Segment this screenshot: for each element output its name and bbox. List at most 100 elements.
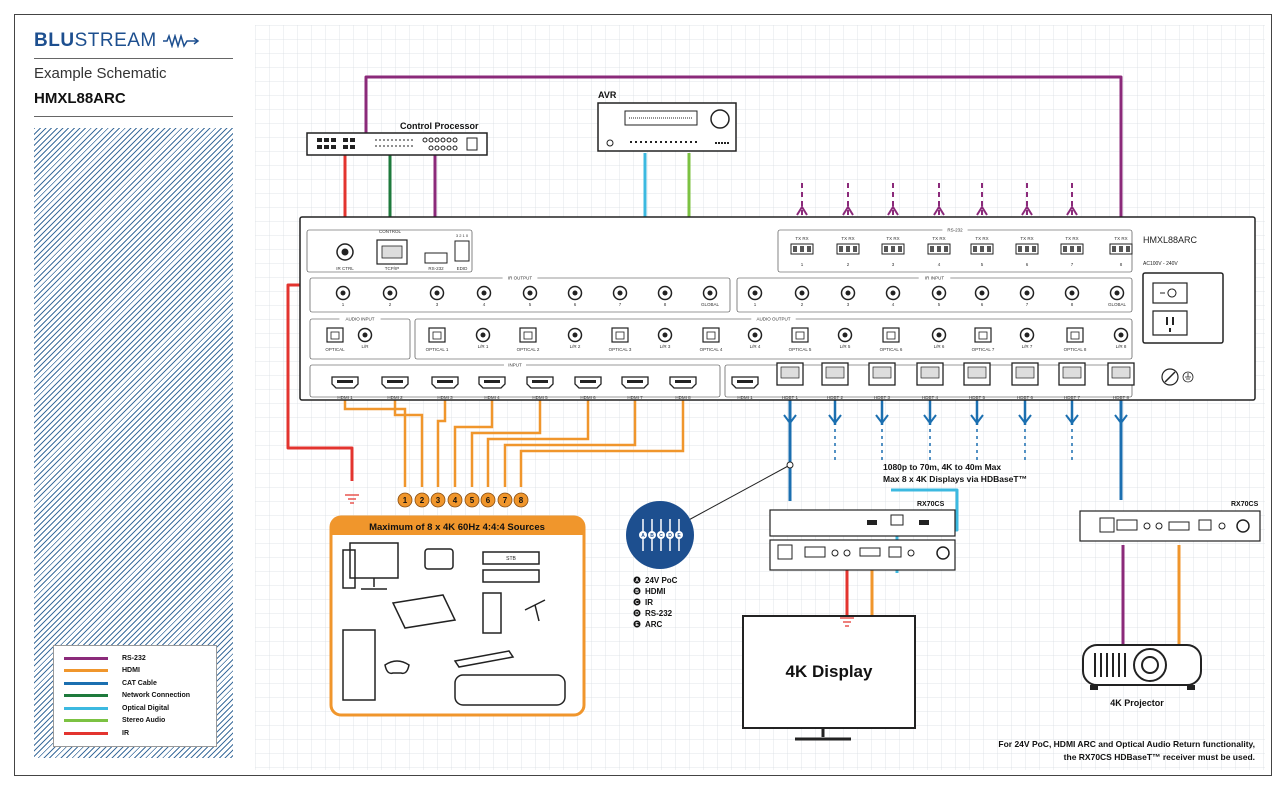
ir-input-label: IR INPUT <box>925 276 945 281</box>
legend-item: CAT Cable <box>64 677 216 690</box>
audio-input-optical-port-label: OPTICAL <box>325 347 345 352</box>
hdbt-output-label: HDBT 5 <box>969 395 985 400</box>
feature-badge-letter: E <box>635 622 639 628</box>
hdbaset-max-displays: Max 8 x 4K Displays via HDBaseT™ <box>883 474 1027 484</box>
audio-output-lr-port-label: L/R 5 <box>840 344 851 349</box>
control-processor-label: Control Processor <box>400 121 479 131</box>
audio-output-lr-port-label: L/R 3 <box>660 344 671 349</box>
cat-arrow <box>828 414 842 425</box>
feature-badge <box>633 620 641 628</box>
legend-swatch <box>64 731 108 735</box>
source-number: 5 <box>470 496 475 505</box>
legend-label: Optical Digital <box>122 704 170 712</box>
feature-text: 24V PoC <box>645 576 678 585</box>
ground-icon <box>1182 371 1194 383</box>
ir-input-port-label: 2 <box>801 302 804 307</box>
source-number: 3 <box>436 496 441 505</box>
legend-label: Network Connection <box>122 692 191 700</box>
power-inlet <box>1152 310 1188 336</box>
audio-output-label: AUDIO OUTPUT <box>756 317 790 322</box>
legend-swatch <box>64 694 108 698</box>
rs232-txrx-label: TX RX <box>1065 236 1078 241</box>
legend-swatch <box>64 656 108 660</box>
feature-badge-letter: A <box>635 578 639 584</box>
hdbt-output-label: HDBT 6 <box>1017 395 1033 400</box>
schematic-title: Example Schematic <box>34 65 167 82</box>
audio-input-label: AUDIO INPUT <box>345 317 374 322</box>
source-number: 7 <box>503 496 508 505</box>
feature-letter: D <box>668 533 672 539</box>
audio-output-optical-port <box>702 327 720 343</box>
hdbt-output-label: HDBT 7 <box>1064 395 1080 400</box>
pc-tower-icon <box>342 549 356 589</box>
cat-arrow <box>783 414 797 425</box>
hdmi-output-port-label: HDMI 1 <box>737 395 753 400</box>
legend-label: CAT Cable <box>122 679 157 687</box>
cat-arrow <box>1065 414 1079 425</box>
4k-projector: 4K Projector <box>1082 644 1202 708</box>
edid-switch <box>454 240 470 262</box>
ir-input-port-label: 7 <box>1026 302 1029 307</box>
rs232-port-number: 7 <box>1071 262 1074 267</box>
sources-box: Maximum of 8 x 4K 60Hz 4:4:4 Sources STB <box>329 515 586 717</box>
rs232-txrx-label: TX RX <box>886 236 899 241</box>
legend-item: Network Connection <box>64 690 216 703</box>
ir-output-port-label: 3 <box>436 302 439 307</box>
hdmi-source-cable <box>519 389 685 487</box>
ir-emitter-sources <box>345 494 359 504</box>
avr-device: AVR <box>597 90 737 152</box>
feature-text: ARC <box>645 620 663 629</box>
rs232-port-number: 5 <box>981 262 984 267</box>
rs232-port-number: 2 <box>847 262 850 267</box>
legend-label: IR <box>122 729 129 737</box>
audio-output-optical-port-label: OPTICAL 1 <box>426 347 449 352</box>
ir-input-port-label: 8 <box>1071 302 1074 307</box>
remote-icon <box>453 650 515 668</box>
hdbaset-info: 1080p to 70m, 4K to 40m Max Max 8 x 4K D… <box>626 461 1027 629</box>
ir-output-global-port-label: GLOBAL <box>701 302 720 307</box>
feature-text: RS-232 <box>645 609 673 618</box>
receiver-a-label: RX70CS <box>917 501 945 508</box>
tcpip-label: TCP/IP <box>385 266 400 271</box>
sources-title: Maximum of 8 x 4K 60Hz 4:4:4 Sources <box>369 522 545 533</box>
rs232-txrx-label: TX RX <box>975 236 988 241</box>
stb-icon <box>482 551 540 565</box>
legend-swatch <box>64 681 108 685</box>
cat-arrow <box>1114 414 1128 425</box>
avr-label: AVR <box>598 90 617 100</box>
ir-output-port-label: 7 <box>619 302 622 307</box>
hdmi-matrix-switcher: CONTROL IR CTRL TCP/IP RS-232 3 2 1 0 ED… <box>299 216 1256 401</box>
control-group-label: CONTROL <box>379 229 401 234</box>
rx70cs-receiver-display: RX70CS <box>769 501 956 571</box>
rx-optical-port <box>890 514 904 526</box>
audio-output-optical-port-label: OPTICAL 5 <box>789 347 812 352</box>
ir-input-port-label: 5 <box>938 302 941 307</box>
rs232-txrx-label: TX RX <box>795 236 808 241</box>
blustream-logo: BLUSTREAM <box>34 30 201 52</box>
audio-output-optical-port <box>611 327 629 343</box>
wave-icon <box>162 33 199 49</box>
legend-label: RS-232 <box>122 654 146 662</box>
feature-badge <box>633 598 641 606</box>
feature-badge-letter: B <box>635 589 639 595</box>
camera-icon <box>524 599 546 622</box>
source-number-badge <box>480 492 496 508</box>
source-number-badge <box>414 492 430 508</box>
model-name: HMXL88ARC <box>34 90 126 107</box>
audio-output-optical-port-label: OPTICAL 8 <box>1064 347 1087 352</box>
ir-input-global-port-label: GLOBAL <box>1108 302 1127 307</box>
rs232-control-label: RS-232 <box>428 266 444 271</box>
rs232-port-number: 8 <box>1120 262 1123 267</box>
hdmi-source-cable <box>436 389 447 487</box>
audio-input-optical-port <box>326 327 344 343</box>
source-number-badge <box>397 492 413 508</box>
source-number-badge <box>464 492 480 508</box>
logo-text-thin: STREAM <box>74 30 157 51</box>
cat-arrow <box>875 414 889 425</box>
feature-text: IR <box>645 598 653 607</box>
legend-item: HDMI <box>64 665 216 678</box>
media-box-icon <box>454 674 566 706</box>
audio-output-optical-port <box>1066 327 1084 343</box>
legend-label: HDMI <box>122 667 140 675</box>
